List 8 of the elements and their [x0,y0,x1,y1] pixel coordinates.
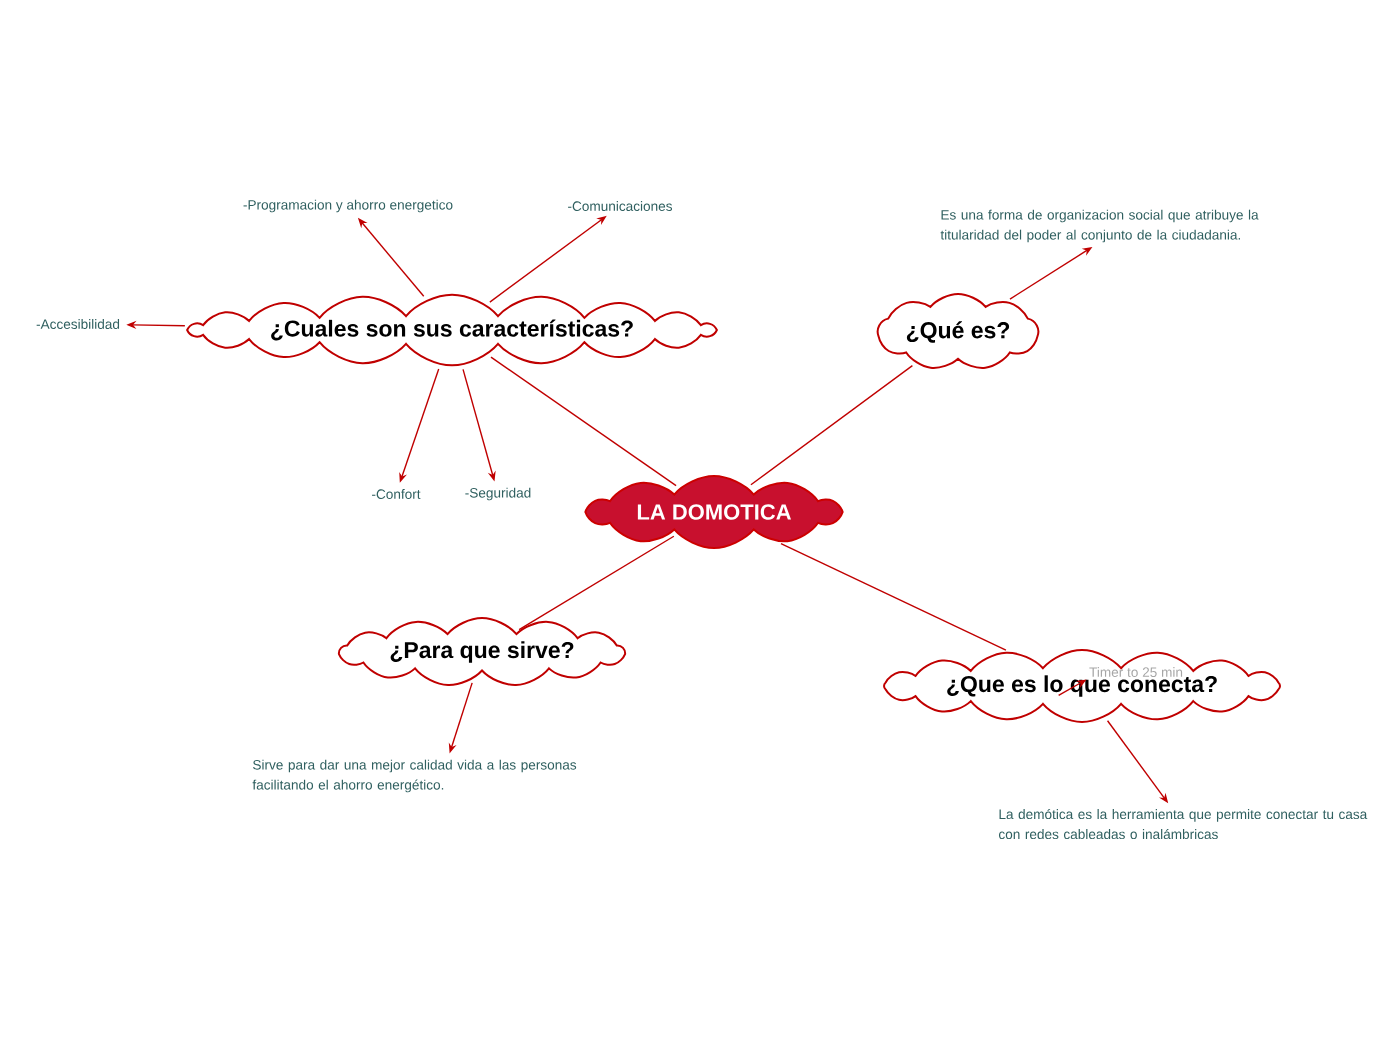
thought-cloud: ¿Cuales son sus características? [186,293,718,367]
connector-line [750,364,914,486]
connector-line [780,542,1007,651]
thought-cloud: ¿Qué es? [876,293,1040,369]
connector-line [490,356,677,487]
thought-cloud: ¿Para que sirve? [337,617,627,686]
connector-line [518,535,675,631]
central-cloud: LA DOMOTICA [584,475,844,549]
